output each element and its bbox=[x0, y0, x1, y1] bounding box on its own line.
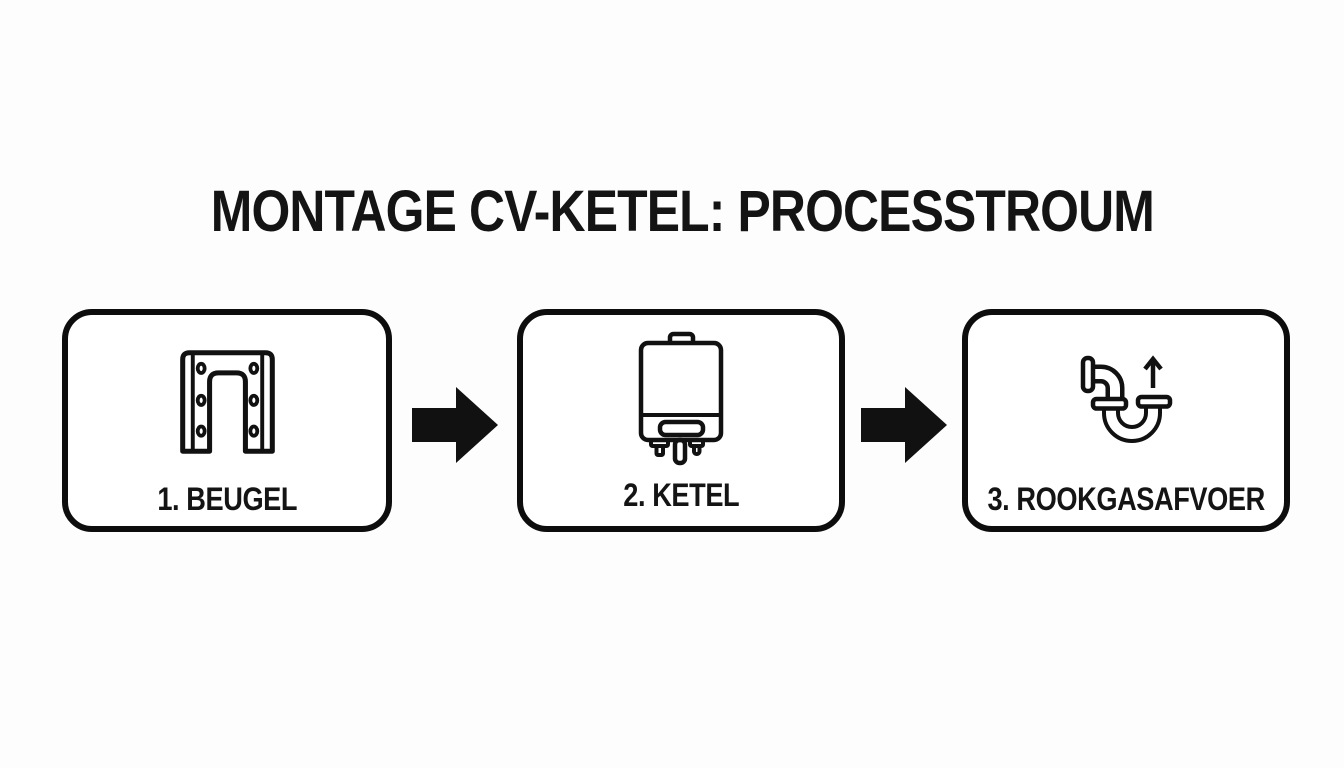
step-label: 3. ROOKGASAFVOER bbox=[987, 481, 1265, 517]
step-label: 1. BEUGEL bbox=[157, 481, 297, 517]
step-box-beugel: 1. BEUGEL bbox=[62, 309, 392, 532]
mounting-bracket-icon bbox=[170, 327, 285, 477]
flue-pipe-icon bbox=[1077, 327, 1175, 477]
boiler-icon bbox=[628, 323, 734, 473]
page-title: MONTAGE CV-KETEL: PROCESSTROUM bbox=[0, 178, 1344, 245]
arrow-right-icon bbox=[412, 387, 498, 463]
step-box-rookgasafvoer: 3. ROOKGASAFVOER bbox=[962, 309, 1290, 532]
step-label: 2. KETEL bbox=[623, 477, 739, 513]
page-title-text: MONTAGE CV-KETEL: PROCESSTROUM bbox=[210, 179, 1154, 244]
arrow-right-icon bbox=[861, 387, 947, 463]
step-box-ketel: 2. KETEL bbox=[517, 309, 845, 532]
